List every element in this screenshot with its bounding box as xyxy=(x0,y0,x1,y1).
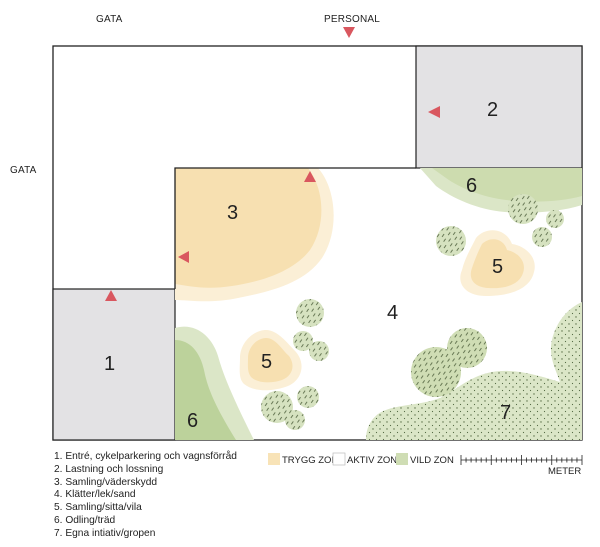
tree-icon xyxy=(309,341,329,361)
legend-item-6: 6. Odling/träd xyxy=(54,514,116,526)
entrance-arrow-icon xyxy=(428,106,440,118)
tree-icon xyxy=(447,328,487,368)
vild-swatch xyxy=(396,453,408,465)
entrance-arrow-icon xyxy=(304,171,316,182)
zone-number-6-top: 6 xyxy=(466,175,477,197)
zone-number-5-right: 5 xyxy=(492,256,503,278)
entrance-arrow-icon xyxy=(105,290,117,301)
staff-label: PERSONAL xyxy=(324,14,380,25)
tree-icon xyxy=(297,386,319,408)
legend-item-7: 7. Egna intiativ/gropen xyxy=(54,527,156,539)
zone-number-4: 4 xyxy=(387,302,398,324)
tree-icon xyxy=(293,331,313,351)
tree-icon xyxy=(436,226,466,256)
trygg-zone-label: TRYGG ZON xyxy=(282,455,338,466)
tree-icon xyxy=(411,347,461,397)
zone-number-7: 7 xyxy=(500,402,511,424)
inner-walls xyxy=(174,167,416,289)
yard-zones xyxy=(175,168,582,440)
street-label-top: GATA xyxy=(96,14,123,25)
legend-item-5: 5. Samling/sitta/vila xyxy=(54,502,142,514)
building-area-2 xyxy=(415,45,583,169)
zone-number-6-left: 6 xyxy=(187,410,198,432)
vild-zone-label: VILD ZON xyxy=(410,455,454,466)
tree-icon xyxy=(508,194,538,224)
street-label-left: GATA xyxy=(10,165,37,176)
zone-legend: TRYGG ZON AKTIV ZON VILD ZON xyxy=(268,452,454,466)
tree-icon xyxy=(285,410,305,430)
scale-unit-label: METER xyxy=(548,466,581,477)
trees xyxy=(261,194,564,430)
trygg-swatch xyxy=(268,453,280,465)
zone-number-1: 1 xyxy=(104,353,115,375)
zone-number-2: 2 xyxy=(487,99,498,121)
tree-icon xyxy=(546,210,564,228)
building-area-1 xyxy=(52,288,176,441)
zone-number-3: 3 xyxy=(227,202,238,224)
legend-item-2: 2. Lastning och lossning xyxy=(54,463,164,475)
aktiv-zone-label: AKTIV ZON xyxy=(347,455,397,466)
tree-icon xyxy=(261,391,293,423)
numbered-legend: 1. Entré, cykelparkering och vagnsförråd… xyxy=(54,451,237,541)
entrance-arrow-icon xyxy=(343,27,355,38)
tree-icon xyxy=(532,227,552,247)
aktiv-swatch xyxy=(332,452,346,466)
scale-bar xyxy=(460,455,583,465)
legend-item-3: 3. Samling/väderskydd xyxy=(54,476,158,488)
legend-item-1: 1. Entré, cykelparkering och vagnsförråd xyxy=(54,451,237,462)
entrance-arrow-icon xyxy=(178,251,189,263)
legend-item-4: 4. Klätter/lek/sand xyxy=(54,489,136,501)
zone-number-5-mid: 5 xyxy=(261,351,272,373)
tree-icon xyxy=(296,299,324,327)
